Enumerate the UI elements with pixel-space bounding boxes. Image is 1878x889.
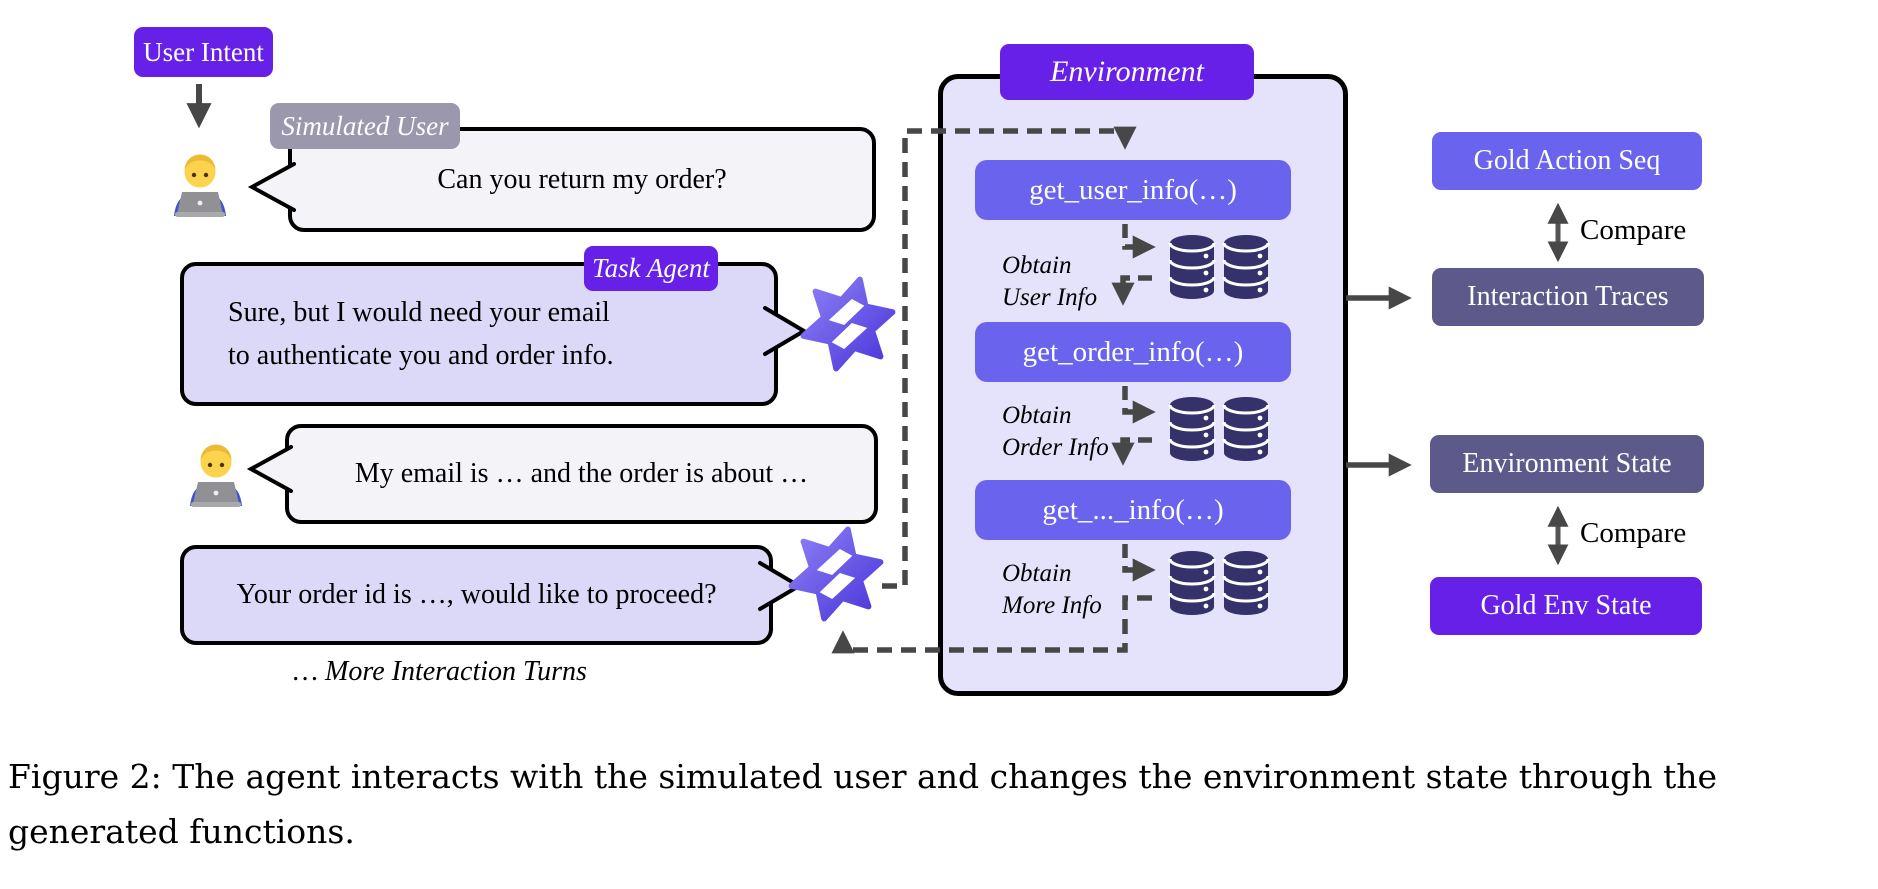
environment-title: Environment xyxy=(1000,44,1254,100)
environment-state-box: Environment State xyxy=(1430,435,1704,493)
function-get-more-info: get_..._info(…) xyxy=(975,480,1291,540)
bubble-text: Your order id is …, would like to procee… xyxy=(236,579,717,611)
bubble-text: Can you return my order? xyxy=(437,163,727,195)
function-get-user-info: get_user_info(…) xyxy=(975,160,1291,220)
database-icon xyxy=(1168,234,1270,300)
bubble-text: Sure, but I would need your email to aut… xyxy=(228,296,614,371)
more-turns-note: … More Interaction Turns xyxy=(293,656,587,687)
speech-bubble-agent-1: Sure, but I would need your email to aut… xyxy=(180,262,778,406)
interaction-traces-box: Interaction Traces xyxy=(1432,268,1704,326)
bubble-text: My email is … and the order is about … xyxy=(354,458,809,490)
bubble-tail xyxy=(251,447,291,491)
bubble-tails-layer xyxy=(246,162,808,611)
speech-bubble-user-2: My email is … and the order is about … xyxy=(285,424,878,524)
function-note: Obtain More Info xyxy=(1002,560,1102,619)
task-agent-label: Task Agent xyxy=(592,253,710,283)
environment-to-agent-dashed-arrow xyxy=(831,595,1152,654)
function-note: Obtain User Info xyxy=(1002,252,1098,311)
compare-top-label: Compare xyxy=(1580,214,1687,246)
gold-env-state-box: Gold Env State xyxy=(1430,577,1702,635)
task-agent-tag: Task Agent xyxy=(584,246,718,291)
database-icon xyxy=(1168,550,1270,616)
person-technologist-emoji-icon xyxy=(174,154,226,217)
figure-caption: Figure 2: The agent interacts with the s… xyxy=(8,757,1718,851)
compare-bottom-label: Compare xyxy=(1580,517,1687,549)
simulated-user-tag: Simulated User xyxy=(270,103,460,149)
function-note: Obtain Order Info xyxy=(1002,402,1109,461)
bubble-tail xyxy=(765,308,804,354)
db-to-get-order-info-arrow xyxy=(1111,275,1152,306)
get-user-info-to-db-arrow xyxy=(1122,224,1156,259)
database-icon xyxy=(1168,396,1270,462)
qwen-logo-icon xyxy=(788,526,884,622)
agent-to-environment-dashed-arrow xyxy=(882,126,1137,589)
simulated-user-label: Simulated User xyxy=(281,110,449,141)
user-intent-box: User Intent xyxy=(134,27,273,77)
qwen-logo-icon xyxy=(800,276,896,372)
speech-bubble-agent-2: Your order id is …, would like to procee… xyxy=(180,545,773,645)
gold-action-seq-box: Gold Action Seq xyxy=(1432,132,1702,190)
person-technologist-emoji-icon xyxy=(190,444,242,507)
function-get-order-info: get_order_info(…) xyxy=(975,322,1291,382)
get-order-info-to-db-arrow xyxy=(1122,386,1156,424)
bubble-tail xyxy=(760,563,799,609)
flow-arrows-layer xyxy=(186,84,1569,654)
user-intent-label: User Intent xyxy=(143,36,264,67)
get-more-info-to-db-arrow xyxy=(1122,544,1156,582)
db-to-next-function-arrow xyxy=(1111,437,1152,466)
bubble-tail xyxy=(252,164,294,210)
